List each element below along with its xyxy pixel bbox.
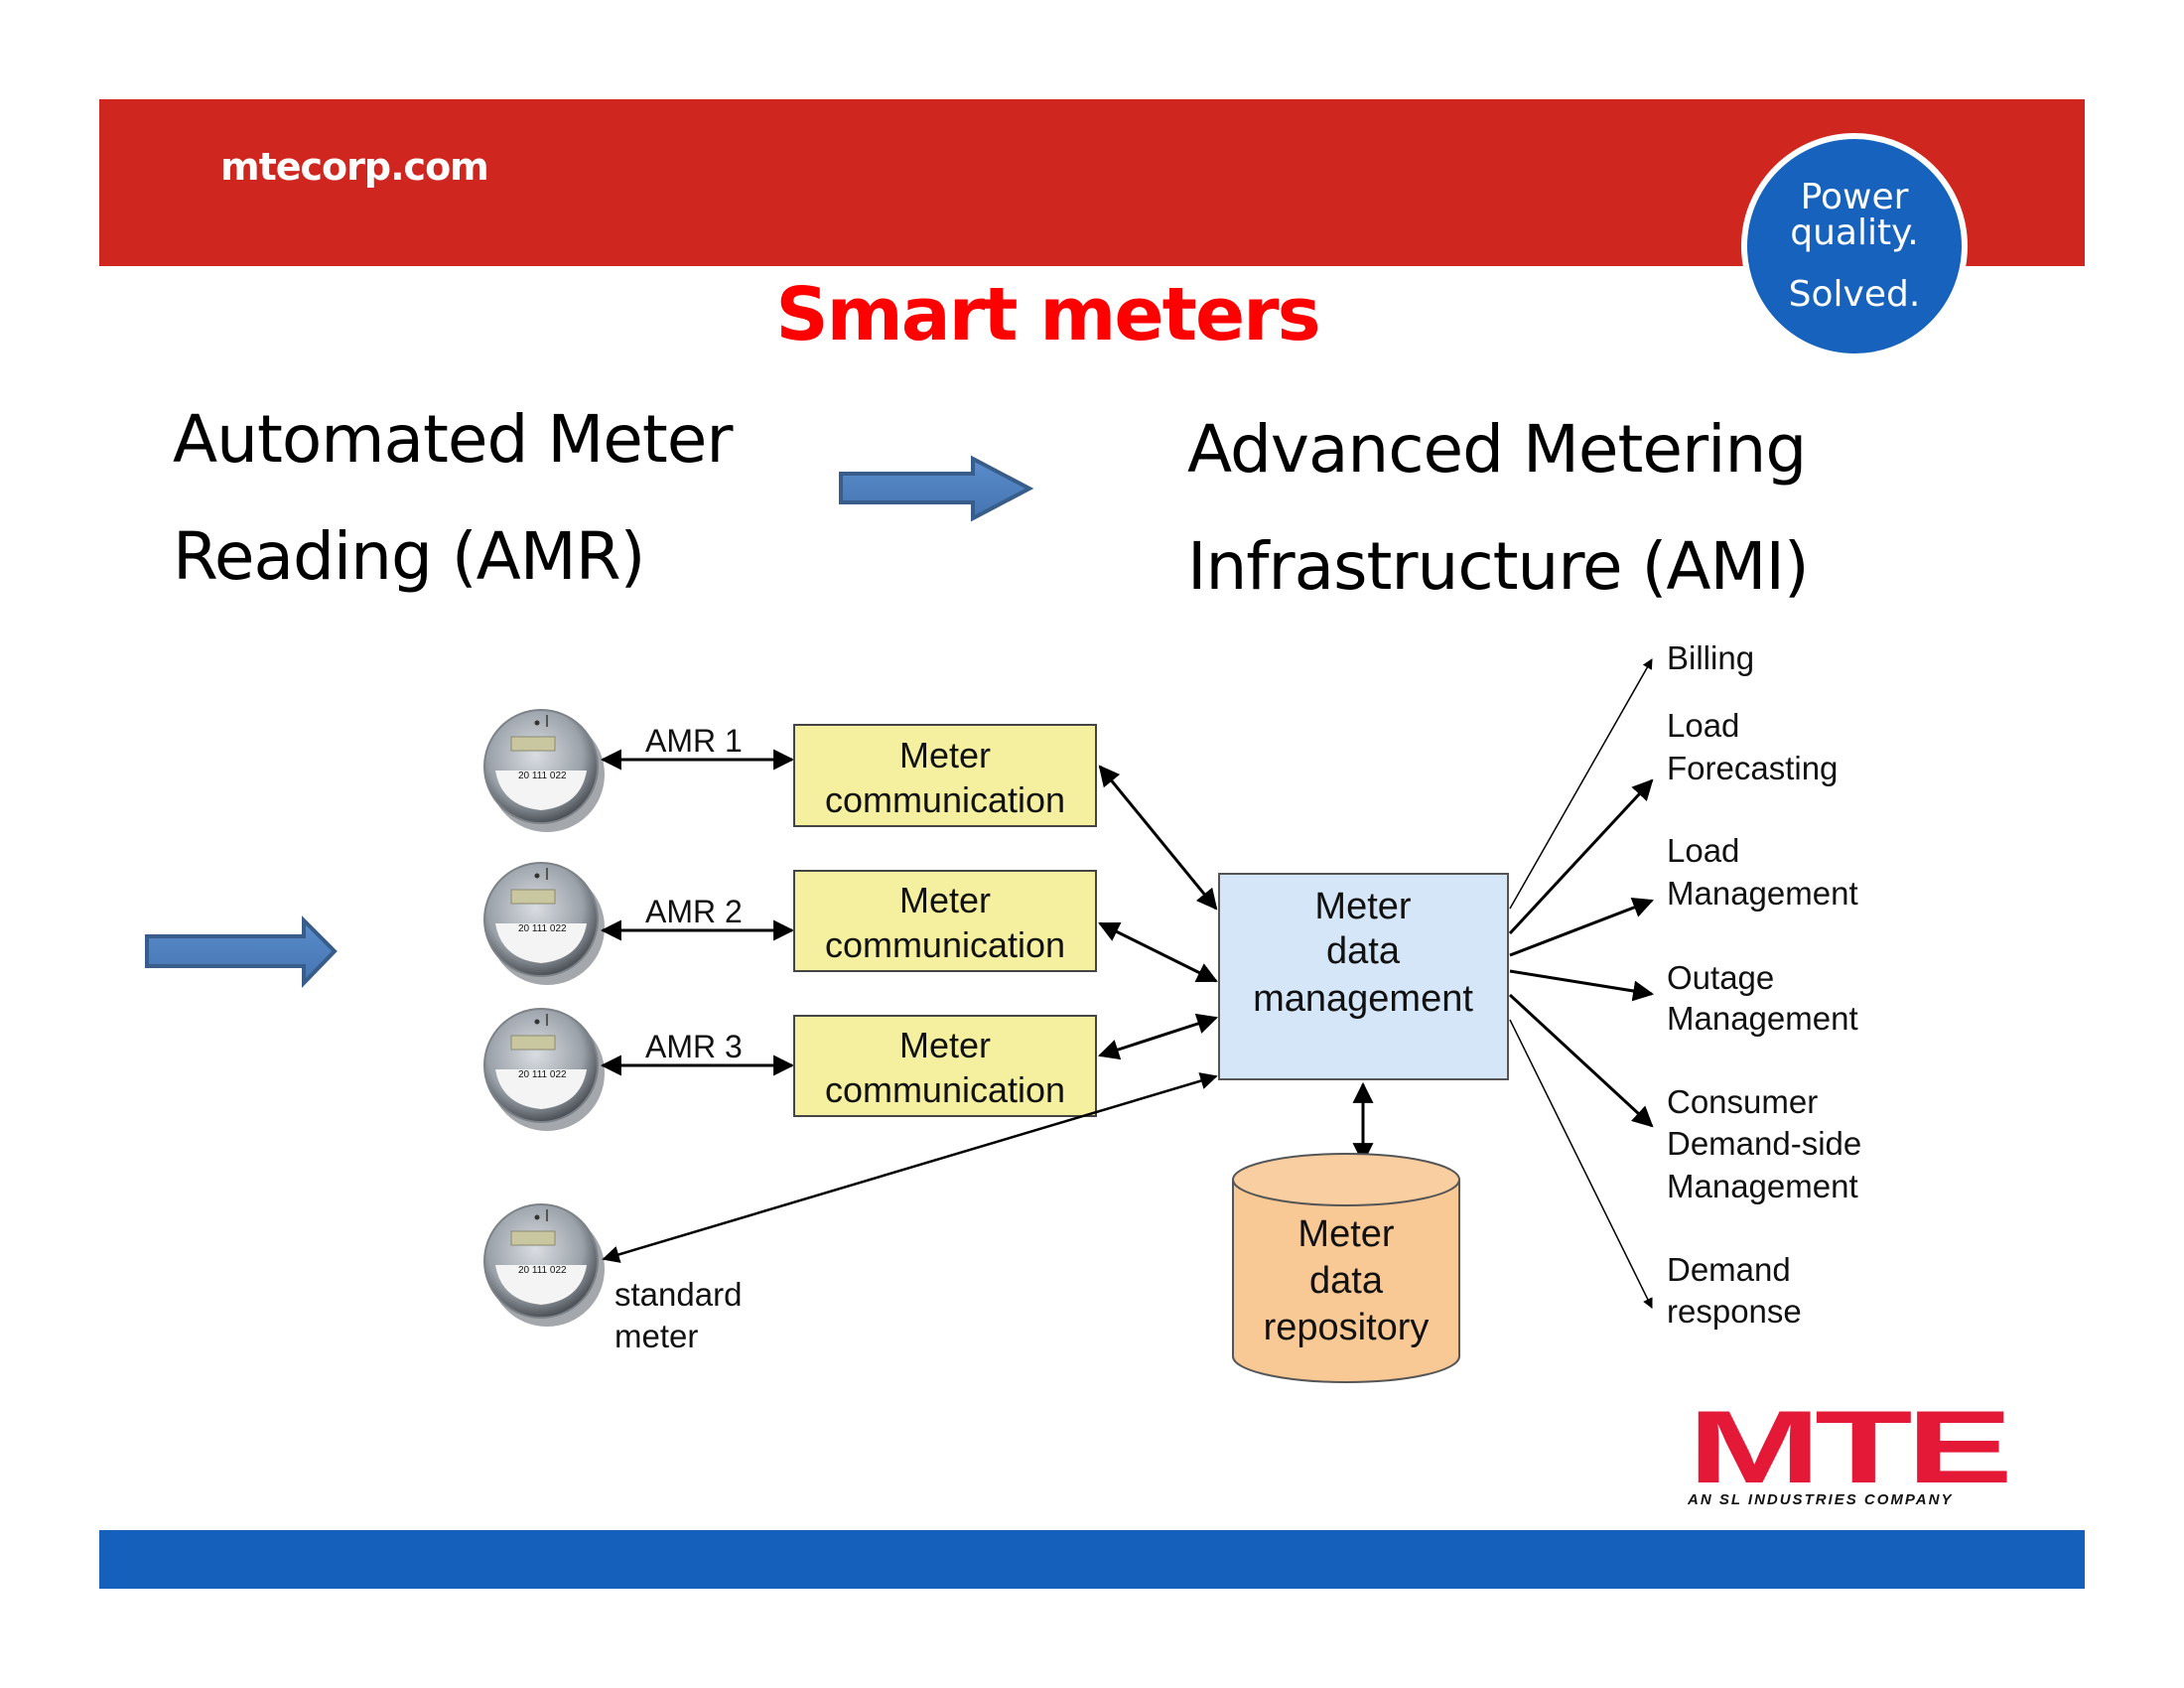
comm-box-line: communication [825, 1069, 1065, 1110]
transition-arrow-icon [839, 455, 1034, 522]
slide-title: Smart meters [775, 272, 1320, 357]
output-arrow-load-management [1509, 897, 1654, 957]
output-label-demand-side-management: Consumer [1667, 1083, 1818, 1120]
meter-reading: 20 111 022 [518, 771, 567, 781]
badge-line: Power [1800, 177, 1909, 217]
standard-meter-label: meter [614, 1318, 698, 1354]
output-label-load-management: Management [1667, 875, 1858, 912]
comm-mdm-link-1 [1098, 765, 1218, 911]
output-label-demand-side-management: Management [1667, 1168, 1858, 1204]
comm-box-1: Meter communication [793, 724, 1097, 827]
comm-box-line: Meter [899, 1025, 991, 1065]
output-arrow-demand-side-management [1508, 993, 1654, 1128]
mte-logo-subtitle: AN SL INDUSTRIES COMPANY [1688, 1491, 1954, 1508]
meter-reading: 20 111 022 [518, 1265, 567, 1276]
mte-logo-mark: MTE [1688, 1390, 2013, 1505]
amr-heading-line: Reading (AMR) [173, 518, 645, 595]
ami-heading-line: Advanced Metering [1187, 411, 1807, 488]
ami-heading-line: Infrastructure (AMI) [1187, 528, 1810, 605]
amr-heading-line: Automated Meter [173, 401, 733, 478]
standard-meter-link [602, 1072, 1218, 1263]
amr-link-label: AMR 2 [645, 894, 743, 929]
comm-box-2: Meter communication [793, 870, 1097, 972]
mdm-box: Meter data management [1218, 873, 1509, 1080]
mte-logo: MTE AN SL INDUSTRIES COMPANY [1688, 1396, 2013, 1508]
comm-box-line: Meter [899, 735, 991, 775]
standard-meter-label: standard [614, 1276, 742, 1313]
mdm-line: data [1326, 930, 1401, 972]
output-label-outage-management: Outage [1667, 959, 1774, 996]
output-label-billing: Billing [1667, 639, 1754, 676]
amr-heading: Automated Meter Reading (AMR) [173, 381, 733, 616]
output-label-outage-management: Management [1667, 1000, 1858, 1037]
output-arrow-outage-management [1509, 969, 1655, 1002]
badge-line: quality. [1790, 212, 1919, 253]
repository-line: repository [1264, 1307, 1430, 1348]
mdm-line: Meter [1314, 886, 1411, 927]
amr-link-label: AMR 1 [645, 723, 743, 759]
output-labels: Billing Load Forecasting Load Management… [1667, 639, 1861, 1330]
comm-mdm-link-3 [1098, 1013, 1218, 1060]
comm-mdm-link-2 [1098, 921, 1218, 983]
ami-heading: Advanced Metering Infrastructure (AMI) [1187, 391, 1810, 626]
comm-box-line: communication [825, 779, 1065, 820]
repository-line: Meter [1297, 1213, 1394, 1255]
output-arrow-demand-response [1509, 1019, 1653, 1309]
mdm-line: management [1253, 978, 1473, 1020]
footer-band [99, 1530, 2085, 1589]
meter-reading: 20 111 022 [518, 1069, 567, 1080]
output-arrow-billing [1509, 658, 1653, 910]
meter-reading: 20 111 022 [518, 923, 567, 934]
repository-cylinder: Meter data repository [1232, 1153, 1460, 1383]
badge-line: Solved. [1788, 274, 1921, 315]
amr-link-label: AMR 3 [645, 1029, 743, 1064]
output-label-load-management: Load [1667, 832, 1739, 869]
site-url[interactable]: mtecorp.com [220, 145, 489, 189]
output-label-load-forecasting: Forecasting [1667, 750, 1838, 786]
tagline-badge: Power quality. Solved. [1741, 133, 1968, 359]
output-label-demand-side-management: Demand-side [1667, 1125, 1861, 1162]
repository-line: data [1309, 1260, 1384, 1302]
output-label-load-forecasting: Load [1667, 707, 1739, 744]
comm-box-3: Meter communication [793, 1015, 1097, 1117]
comm-box-line: communication [825, 924, 1065, 965]
output-label-demand-response: Demand [1667, 1251, 1791, 1288]
left-arrow-icon [145, 915, 338, 988]
comm-box-line: Meter [899, 880, 991, 920]
output-arrow-load-forecasting [1508, 778, 1654, 935]
output-label-demand-response: response [1667, 1293, 1802, 1330]
